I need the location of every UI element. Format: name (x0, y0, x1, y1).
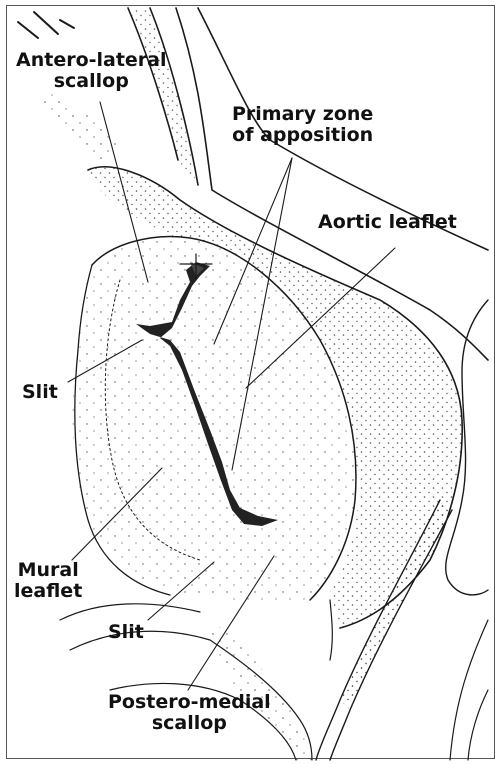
left-stipple (40, 90, 120, 160)
label-primary-zone: Primary zone of apposition (232, 104, 373, 146)
label-anterolateral-line2: scallop (16, 71, 167, 92)
label-posteromedial-line1: Postero-medial (108, 692, 271, 713)
label-anterolateral-scallop: Antero-lateral scallop (16, 50, 167, 92)
label-mural-leaflet: Mural leaflet (14, 560, 82, 602)
lower-left-curves (60, 600, 332, 760)
label-slit-upper: Slit (22, 382, 58, 403)
label-slit-lower: Slit (108, 622, 144, 643)
label-anterolateral-line1: Antero-lateral (16, 50, 167, 71)
label-primary-zone-line2: of apposition (232, 125, 373, 146)
label-primary-zone-line1: Primary zone (232, 104, 373, 125)
label-posteromedial-scallop: Postero-medial scallop (108, 692, 271, 734)
label-mural-line1: Mural (14, 560, 82, 581)
label-mural-line2: leaflet (14, 581, 82, 602)
corner-marks (18, 12, 74, 38)
label-posteromedial-line2: scallop (108, 713, 271, 734)
label-aortic-leaflet: Aortic leaflet (318, 212, 457, 233)
